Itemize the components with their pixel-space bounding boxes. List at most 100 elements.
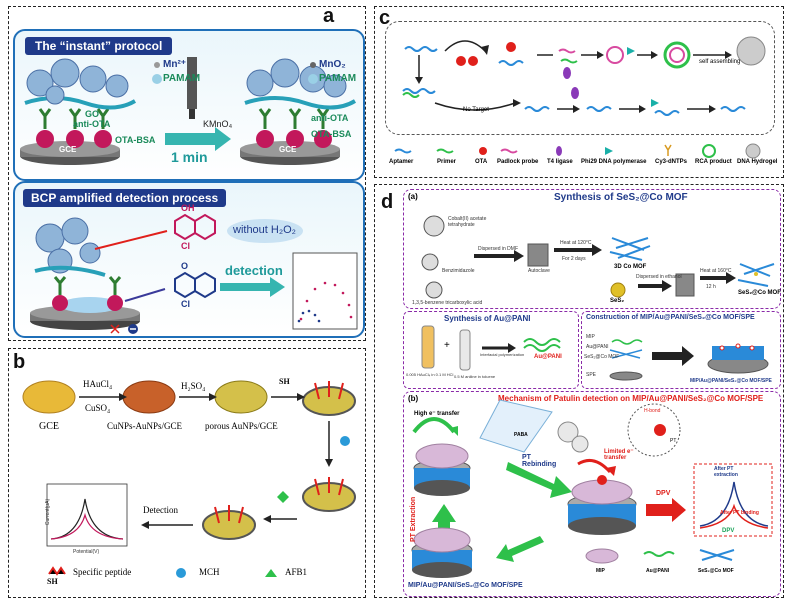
dpv-curve-after-extraction (699, 481, 769, 527)
pamam-label-right: PAMAM (319, 73, 357, 84)
legend-aupani-label: Au@PANI (646, 568, 670, 574)
aupani-box: Synthesis of Au@PANI + 0.005 HAuCl₄ in 0… (403, 311, 579, 389)
synth-title: Synthesis of SeS₂@Co MOF (554, 192, 688, 203)
detection-arrow (220, 277, 285, 297)
panel-d: d (a) Synthesis of SeS₂@Co MOF Cobalt(II… (374, 184, 784, 598)
au-pani-label: Au@PANI (534, 354, 562, 360)
ses2-label: SeS₂ (610, 298, 625, 304)
quinone-molecule (174, 271, 216, 299)
synthesis-graphic (421, 215, 775, 299)
construct-aupani: Au@PANI (586, 344, 609, 350)
go-label: GO (85, 109, 100, 119)
instant-protocol-box: The “instant” protocol (13, 29, 365, 181)
dpv-curve-after-binding (699, 503, 769, 529)
construct-title: Construction of MIP/Au@PANI/SeS₂@Co MOF/… (586, 314, 755, 321)
no-target-label: No Target (463, 107, 489, 113)
panel-d-label: d (381, 191, 394, 213)
legend-aptamer: Aptamer (389, 159, 414, 165)
sub-b-label: (b) (408, 394, 419, 403)
legend-mch-label: MCH (199, 567, 220, 577)
mof3d-label: 3D Co MOF (614, 264, 647, 270)
tricarboxylic-label: 1,3,5-benzene tricarboxylic acid (412, 300, 483, 306)
ota-bsa-clusters-left (36, 130, 112, 148)
legend-hydrogel: DNA Hydrogel (737, 159, 778, 165)
panel-b-graphic (22, 380, 356, 578)
one-min-arrow (165, 127, 231, 151)
without-h2o2-label: without H₂O₂ (233, 224, 296, 236)
construct-spe: SPE (586, 372, 597, 378)
porous-label: porous AuNPs/GCE (205, 421, 278, 431)
peptide-spikes (214, 381, 344, 524)
dna-hydrogel-top (736, 36, 766, 66)
pamam-spheres-right (246, 58, 347, 98)
oh-label: OH (181, 203, 195, 213)
aupani-title: Synthesis of Au@PANI (444, 314, 531, 323)
panel-a-label: a (323, 5, 335, 27)
heat120-label: Heat at 120°C (560, 240, 592, 246)
naphthol-molecule (174, 213, 216, 241)
legend-peptide-icon (48, 566, 66, 576)
legend-primer: Primer (437, 159, 457, 165)
detection-label-b: Detection (143, 505, 178, 515)
limited-e-label: Limited e⁻ transfer (604, 449, 634, 461)
return-arrow (496, 536, 544, 562)
autoclave (527, 243, 549, 267)
aupani-graphic (421, 325, 561, 371)
ota-bsa-label-right: OTA-BSA (311, 129, 352, 139)
impedance-plot-frame (292, 252, 358, 330)
detection-label: detection (225, 263, 283, 278)
bcp-box: BCP amplified detection process (13, 181, 365, 338)
panel-a: a The “instant” protocol (8, 5, 366, 341)
legend-afb1-icon (265, 569, 277, 577)
cuso4-label: CuSO₄ (85, 403, 111, 413)
one-min-label: 1 min (171, 149, 208, 165)
legend-padlock: Padlock probe (497, 159, 539, 165)
mechanism-box: (b) Mechanism of Patulin detection on MI… (403, 391, 781, 597)
gce-label-right: GCE (279, 145, 297, 154)
afb1-icon-mid (277, 491, 289, 503)
without-h2o2-bubble (227, 219, 303, 243)
cunps-disc (122, 380, 176, 414)
for2days-label: For 2 days (562, 256, 586, 262)
gce-label-left: GCE (59, 145, 77, 154)
panel-b-label: b (13, 351, 26, 373)
after-binding-label: After PT binding (720, 510, 759, 516)
sh-label: SH (279, 377, 290, 386)
impedance-small-arc (297, 309, 321, 323)
kmno4-label: KMnO₄ (203, 119, 233, 129)
bcp-graphic (30, 213, 358, 334)
sub-a-label: (a) (408, 192, 418, 201)
mn2-label: Mn²⁺ (163, 59, 187, 70)
dpv-inset-label: DPV (722, 528, 735, 534)
gce-label: GCE (39, 421, 59, 432)
legend-ses2-label: SeS₂@Co MOF (698, 568, 734, 574)
legend-ota: OTA (475, 159, 488, 165)
construct-mip: MIP (586, 334, 595, 340)
pamam-spheres-left (26, 58, 129, 105)
legend-cy3: Cy3-dNTPs (655, 159, 688, 165)
construct-ses2: SeS₂@Co MOF (584, 354, 620, 360)
bcp-title: BCP amplified detection process (23, 189, 227, 207)
dpv-curve-red (50, 512, 124, 540)
dispersed-dmf-label: Dispersed in DMF (478, 246, 519, 252)
impedance-large-arc (299, 281, 353, 321)
legend-t4-ligase: T4 ligase (547, 159, 573, 165)
dpv-chart-frame (46, 483, 128, 547)
instant-protocol-graphic (20, 57, 357, 165)
anti-ota-label-left: anti-OTA (73, 119, 111, 129)
legend-mch-icon (176, 568, 186, 578)
cobalt-label: Cobalt(II) acetate tetrahydrate (448, 216, 487, 228)
pt-label: PT (670, 438, 677, 444)
after-extraction-label: After PT extraction (714, 466, 738, 478)
aniline-note: 0.5 M aniline in toluene (454, 374, 496, 379)
pt-rebinding-arrow (506, 462, 572, 498)
dpv-curve-black (50, 498, 124, 540)
synthesis-box: (a) Synthesis of SeS₂@Co MOF Cobalt(II) … (403, 189, 781, 309)
legend-afb1-label: AFB1 (285, 567, 308, 577)
bottom-electrode-label: MIP/Au@PANI/SeS₂@Co MOF/SPE (408, 582, 523, 589)
mech-title: Mechanism of Patulin detection on MIP/Au… (498, 394, 764, 403)
dpv-arrow-label: DPV (656, 490, 671, 497)
co-mof-3d (609, 237, 651, 261)
panel-c-inner-box (385, 21, 775, 135)
dpv-ylabel: Current(μA) (45, 498, 52, 526)
